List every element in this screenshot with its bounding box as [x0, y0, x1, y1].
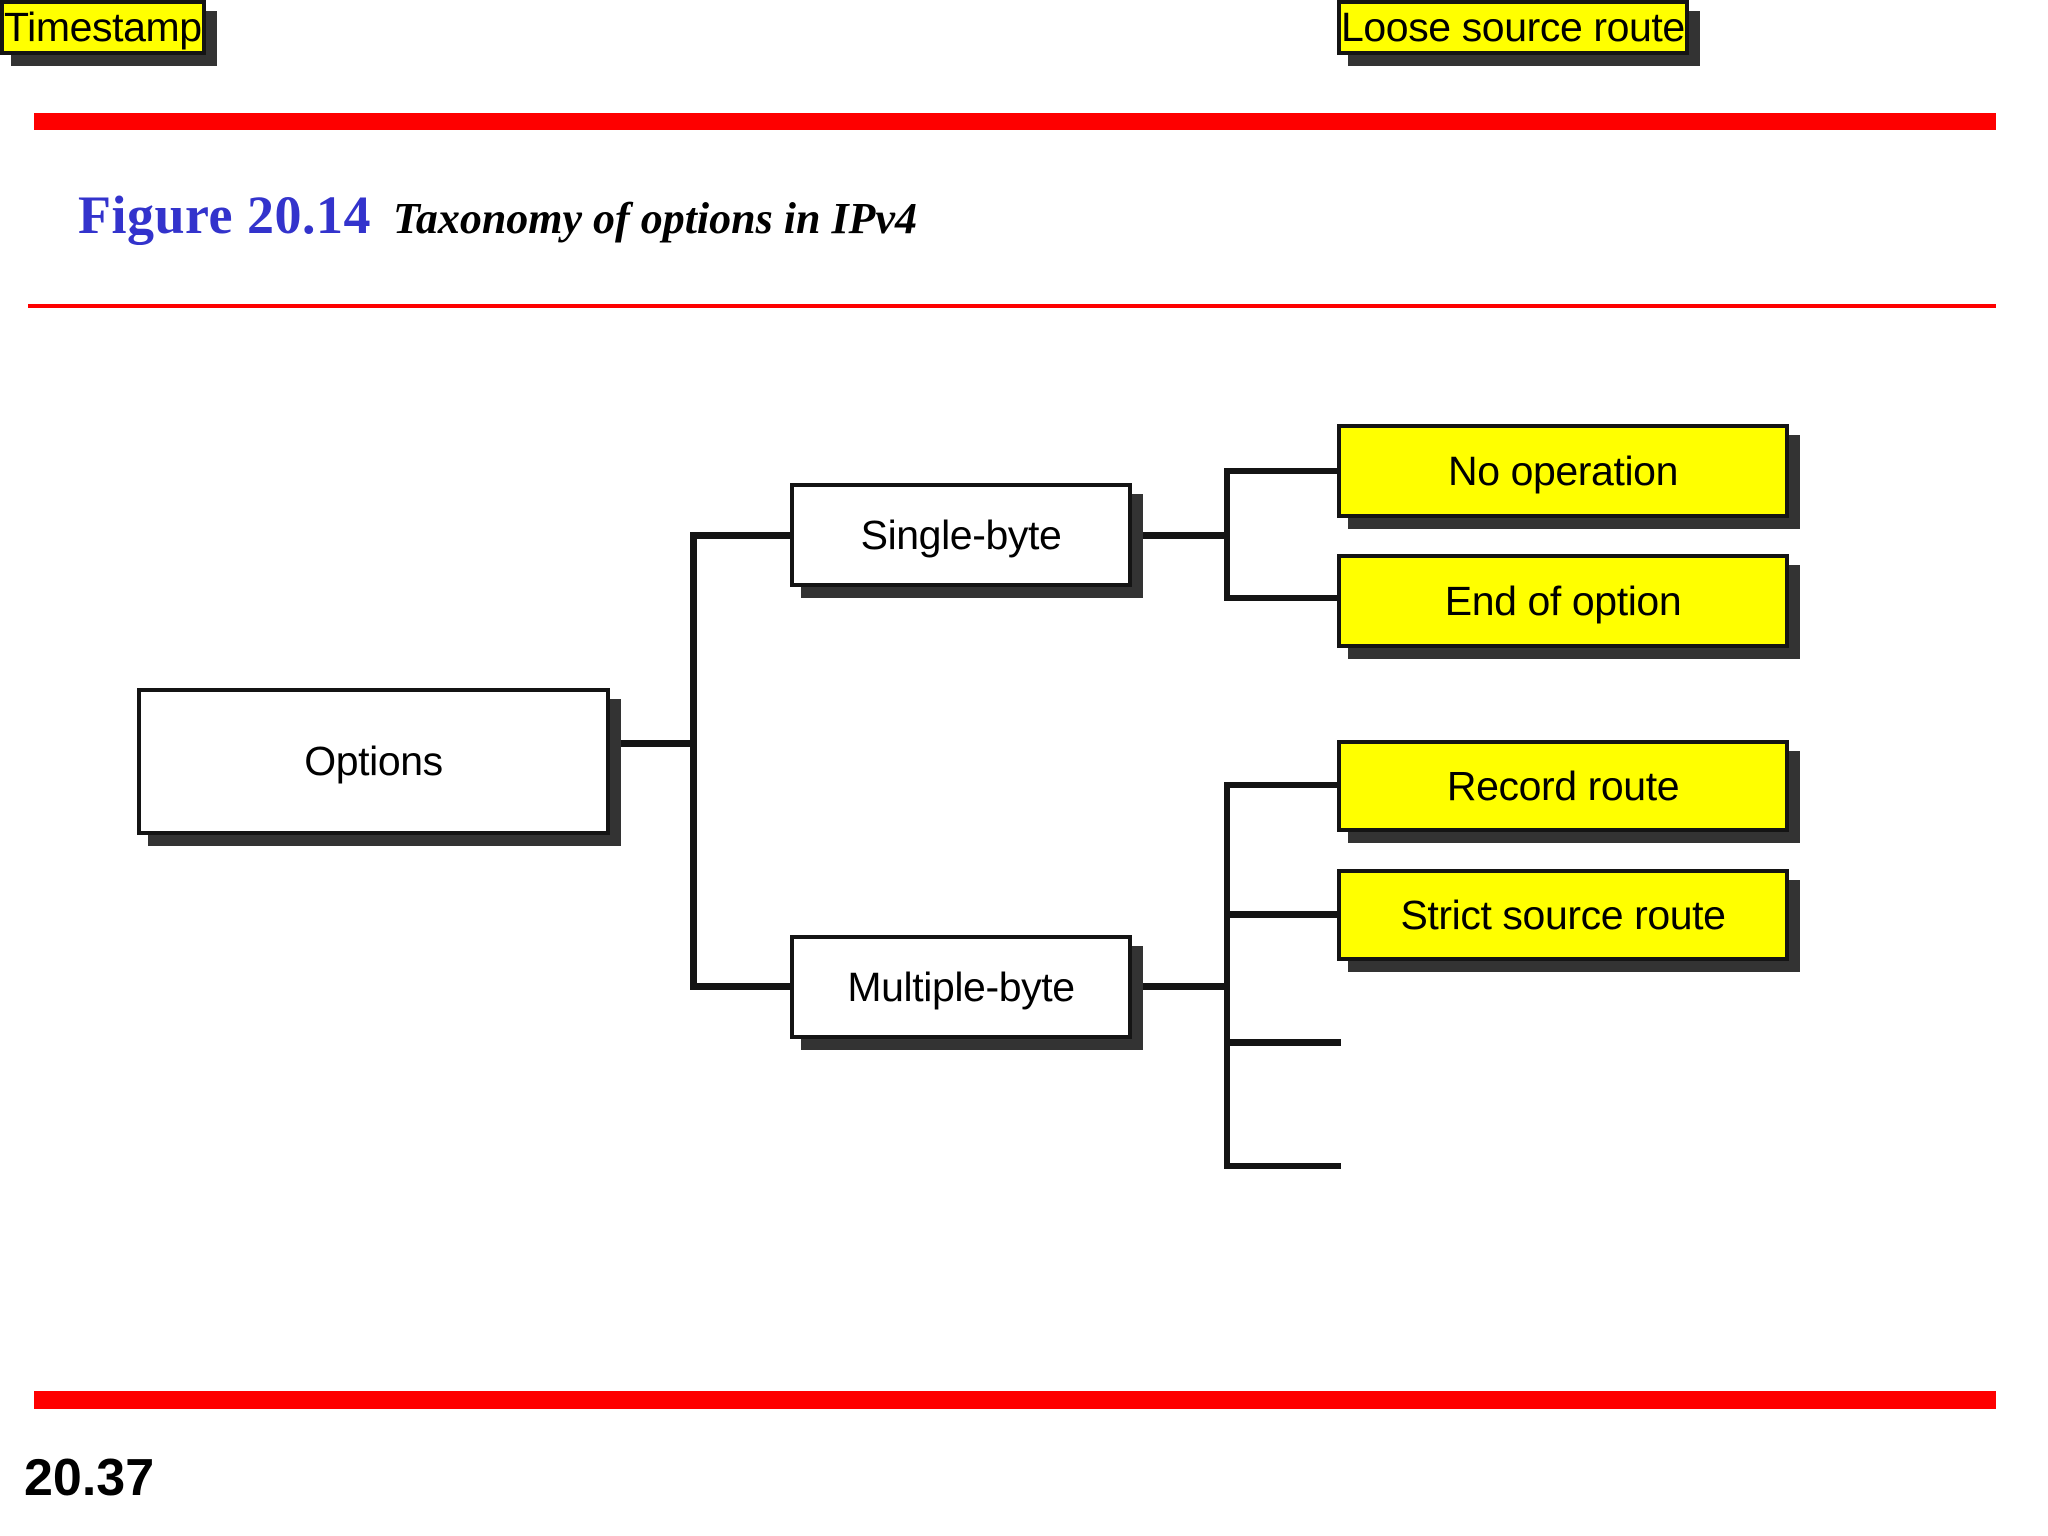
figure-title: Taxonomy of options in IPv4	[392, 194, 917, 243]
page-number: 20.37	[24, 1449, 155, 1507]
node-end-of-option[interactable]: End of option	[1337, 554, 1789, 648]
node-multiple-byte[interactable]: Multiple-byte	[790, 935, 1132, 1039]
connector-root-stem	[610, 740, 697, 747]
connector-to-strict-source-route	[1224, 911, 1341, 918]
node-options-label: Options	[304, 738, 443, 784]
connector-to-loose-source-route	[1224, 1039, 1341, 1046]
connector-to-record-route	[1224, 782, 1341, 788]
node-multiple-byte-label: Multiple-byte	[847, 963, 1075, 1010]
node-record-route-label: Record route	[1446, 762, 1680, 809]
node-loose-source-route-label: Loose source route	[1341, 4, 1685, 50]
node-single-byte[interactable]: Single-byte	[790, 483, 1132, 587]
connector-single-byte-bus	[1224, 468, 1230, 600]
connector-multiple-byte-bus	[1224, 782, 1230, 1168]
connector-main-bus	[690, 532, 697, 990]
node-no-operation-label: No operation	[1448, 447, 1678, 494]
figure-label: Figure 20.14	[78, 185, 371, 245]
node-strict-source-route-label: Strict source route	[1400, 891, 1726, 938]
connector-to-timestamp	[1224, 1163, 1341, 1169]
node-timestamp-label: Timestamp	[4, 4, 202, 50]
connector-single-byte-stem	[1132, 532, 1229, 539]
node-options[interactable]: Options	[137, 688, 610, 835]
node-no-operation[interactable]: No operation	[1337, 424, 1789, 518]
connector-to-end-of-option	[1224, 595, 1341, 601]
node-strict-source-route[interactable]: Strict source route	[1337, 869, 1789, 961]
connector-to-no-operation	[1224, 468, 1341, 474]
node-timestamp[interactable]: Timestamp	[0, 0, 206, 55]
node-record-route[interactable]: Record route	[1337, 740, 1789, 832]
bottom-red-rule	[34, 1391, 1996, 1409]
connector-bus-to-single-byte	[690, 532, 794, 539]
caption-red-rule	[28, 304, 1996, 308]
node-loose-source-route[interactable]: Loose source route	[1337, 0, 1689, 55]
figure-caption: Figure 20.14 Taxonomy of options in IPv4	[78, 188, 917, 242]
node-end-of-option-label: End of option	[1444, 577, 1682, 624]
connector-multiple-byte-stem	[1132, 983, 1229, 990]
connector-bus-to-multiple-byte	[690, 983, 794, 990]
top-red-rule	[34, 113, 1996, 130]
node-single-byte-label: Single-byte	[860, 511, 1062, 558]
